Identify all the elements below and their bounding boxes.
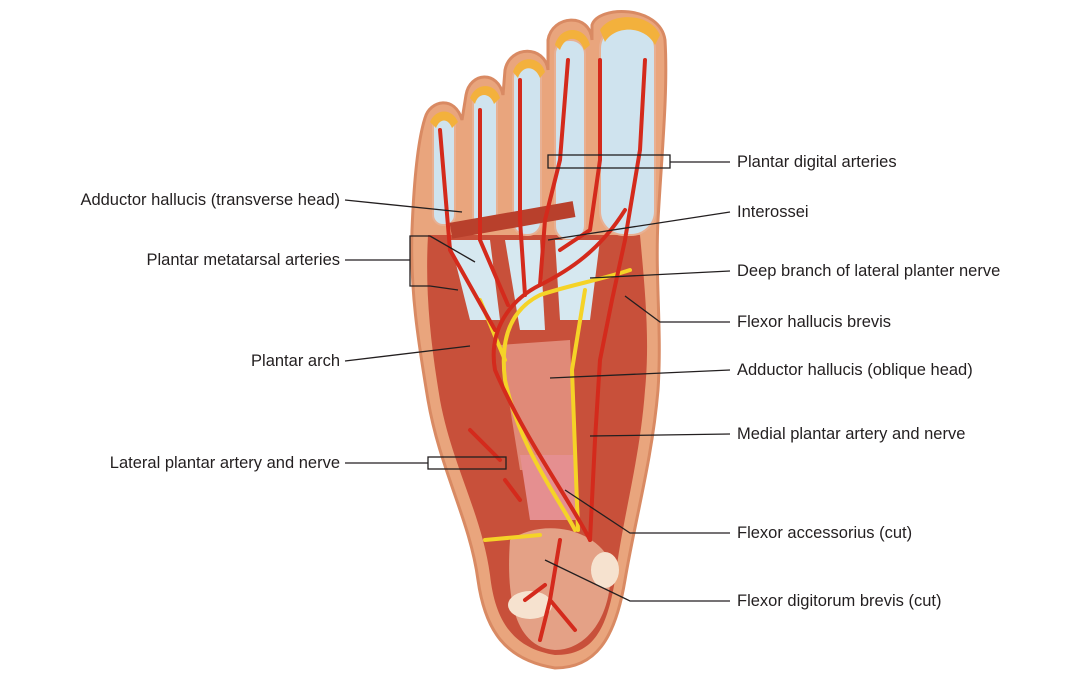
label-plantar-digital-arteries: Plantar digital arteries <box>737 153 897 171</box>
label-plantar-metatarsal-arteries: Plantar metatarsal arteries <box>146 251 341 269</box>
leader-lines <box>344 154 731 602</box>
label-lateral-plantar-artery-nerve: Lateral plantar artery and nerve <box>109 454 340 472</box>
label-flexor-accessorius: Flexor accessorius (cut) <box>737 524 913 542</box>
label-plantar-arch: Plantar arch <box>251 352 340 370</box>
label-flexor-digitorum-brevis: Flexor digitorum brevis (cut) <box>737 592 942 610</box>
heel-highlight <box>508 591 552 619</box>
label-medial-plantar-artery-nerve: Medial plantar artery and nerve <box>737 425 966 443</box>
arteries <box>438 58 647 642</box>
label-deep-branch-lateral-plantar-nerve: Deep branch of lateral planter nerve <box>737 262 1001 280</box>
label-interossei: Interossei <box>737 203 809 221</box>
heel-pad <box>509 528 611 650</box>
label-adductor-hallucis-oblique: Adductor hallucis (oblique head) <box>737 361 973 379</box>
adductor-oblique-muscle <box>500 340 575 470</box>
toe-fat-pads <box>430 17 660 128</box>
label-adductor-hallucis-transverse: Adductor hallucis (transverse head) <box>80 191 340 209</box>
heel-highlight-right <box>591 552 619 588</box>
label-flexor-hallucis-brevis: Flexor hallucis brevis <box>737 313 892 331</box>
